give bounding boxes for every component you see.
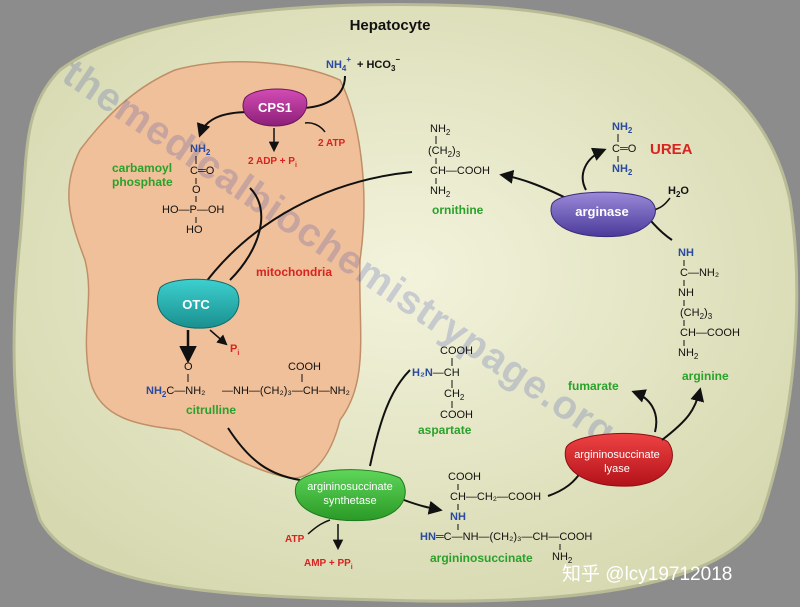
ornithine-nh2-b: NH2	[430, 185, 451, 199]
mitochondria-label: mitochondria	[256, 265, 332, 279]
asl-label-1: argininosuccinate	[574, 449, 660, 461]
amp-label: AMP + PPi	[304, 558, 353, 571]
cps1-enzyme[interactable]	[242, 88, 308, 127]
citrulline-cooh: COOH	[288, 361, 321, 373]
urea-nh2-bottom: NH2	[612, 163, 633, 177]
pi-label: Pi	[230, 343, 239, 357]
fumarate-label: fumarate	[568, 379, 619, 393]
water-label: H2O	[668, 185, 689, 199]
bicarbonate-label: + HCO3−	[357, 55, 400, 73]
carbamoyl-o: O	[192, 184, 201, 196]
ass-label-1: argininosuccinate	[307, 481, 393, 493]
arrow-citrulline-to-ass	[227, 427, 301, 481]
credit-watermark: 知乎 @lcy19712018	[562, 563, 732, 585]
cell-title: Hepatocyte	[350, 17, 431, 34]
arrow-asl-to-arginine	[661, 387, 705, 441]
arrow-otc-pi	[209, 329, 228, 346]
aspartate-cooh-top: COOH	[440, 345, 473, 357]
arginine-nh2-b: NH2	[678, 347, 699, 361]
carbamoyl-phosphate-label-2: phosphate	[112, 175, 173, 189]
urea-co: C═O	[612, 143, 637, 155]
aspartate-label: aspartate	[418, 423, 472, 437]
phosphate-ho: HO	[186, 224, 203, 236]
aspartate-ch2: CH2	[444, 388, 465, 402]
arginine-c-nh2: C—NH₂	[680, 267, 719, 279]
ornithine-ch2: (CH2)3	[428, 145, 461, 159]
urea-nh2-top: NH2	[612, 121, 633, 135]
argininosuccinate-synthetase-enzyme[interactable]	[294, 469, 406, 522]
citrulline-label: citrulline	[186, 403, 236, 417]
urea-label: UREA	[650, 141, 693, 158]
carbamoyl-phosphate-label: carbamoyl	[112, 161, 172, 175]
arginase-label: arginase	[575, 204, 628, 219]
as-cooh: COOH	[448, 471, 481, 483]
arrow-asl-to-fumarate	[631, 389, 658, 433]
phosphate-row: HO—P—OH	[162, 204, 224, 216]
arrow-arginase-to-urea	[581, 147, 607, 191]
asl-label-2: lyase	[604, 463, 630, 475]
cps1-label: CPS1	[258, 100, 292, 115]
argininosuccinate-lyase-enzyme[interactable]	[564, 433, 673, 487]
adp-pi-label: 2 ADP + Pi	[248, 156, 297, 169]
arrow-ornithine-to-otc	[199, 171, 413, 291]
arrow-atp-to-cps1	[304, 122, 326, 133]
ornithine-ch-cooh: CH—COOH	[430, 165, 490, 177]
atp-two-label: 2 ATP	[318, 138, 346, 149]
atp-label: ATP	[285, 534, 305, 545]
as-nh: NH	[450, 511, 466, 523]
ornithine-label: ornithine	[432, 203, 484, 217]
ass-label-2: synthetase	[323, 495, 376, 507]
ornithine-nh2: NH2	[430, 123, 451, 137]
as-bottom: HN═C—NH—(CH₂)₃—CH—COOH	[420, 531, 592, 543]
arrow-arginase-to-ornithine	[499, 169, 571, 201]
arrow-cps1-to-carbamoyl	[196, 111, 251, 138]
carbamoyl-co: C═O	[190, 165, 215, 177]
aspartate-cooh-bottom: COOH	[440, 409, 473, 421]
arginine-nh: NH	[678, 247, 694, 259]
as-chain: CH—CH₂—COOH	[450, 491, 541, 503]
arrow-ass-to-argininosuccinate	[403, 499, 443, 515]
citrulline-tail: —NH—(CH₂)₃—CH—NH₂	[222, 385, 350, 397]
arginine-label: arginine	[682, 369, 729, 383]
otc-enzyme[interactable]	[156, 278, 240, 329]
aspartate-ch: H₂N—CH	[412, 367, 460, 379]
carbamoyl-nh2: NH2	[190, 143, 211, 157]
arginine-nh2: NH	[678, 287, 694, 299]
arginine-ch-cooh: CH—COOH	[680, 327, 740, 339]
as-nh2: NH2	[552, 551, 573, 565]
citrulline-o: O	[184, 361, 193, 373]
argininosuccinate-label: argininosuccinate	[430, 551, 533, 565]
arginine-ch2: (CH2)3	[680, 307, 713, 321]
arrow-carbamoyl-to-otc	[229, 187, 263, 281]
arginase-enzyme[interactable]	[550, 191, 656, 238]
citrulline-chain: NH2C—NH₂	[146, 385, 205, 399]
arrow-atp-to-ass	[307, 519, 331, 535]
arrow-aspartate-to-ass	[369, 369, 411, 467]
otc-label: OTC	[182, 297, 210, 312]
ammonium-label: NH4+	[326, 55, 351, 73]
